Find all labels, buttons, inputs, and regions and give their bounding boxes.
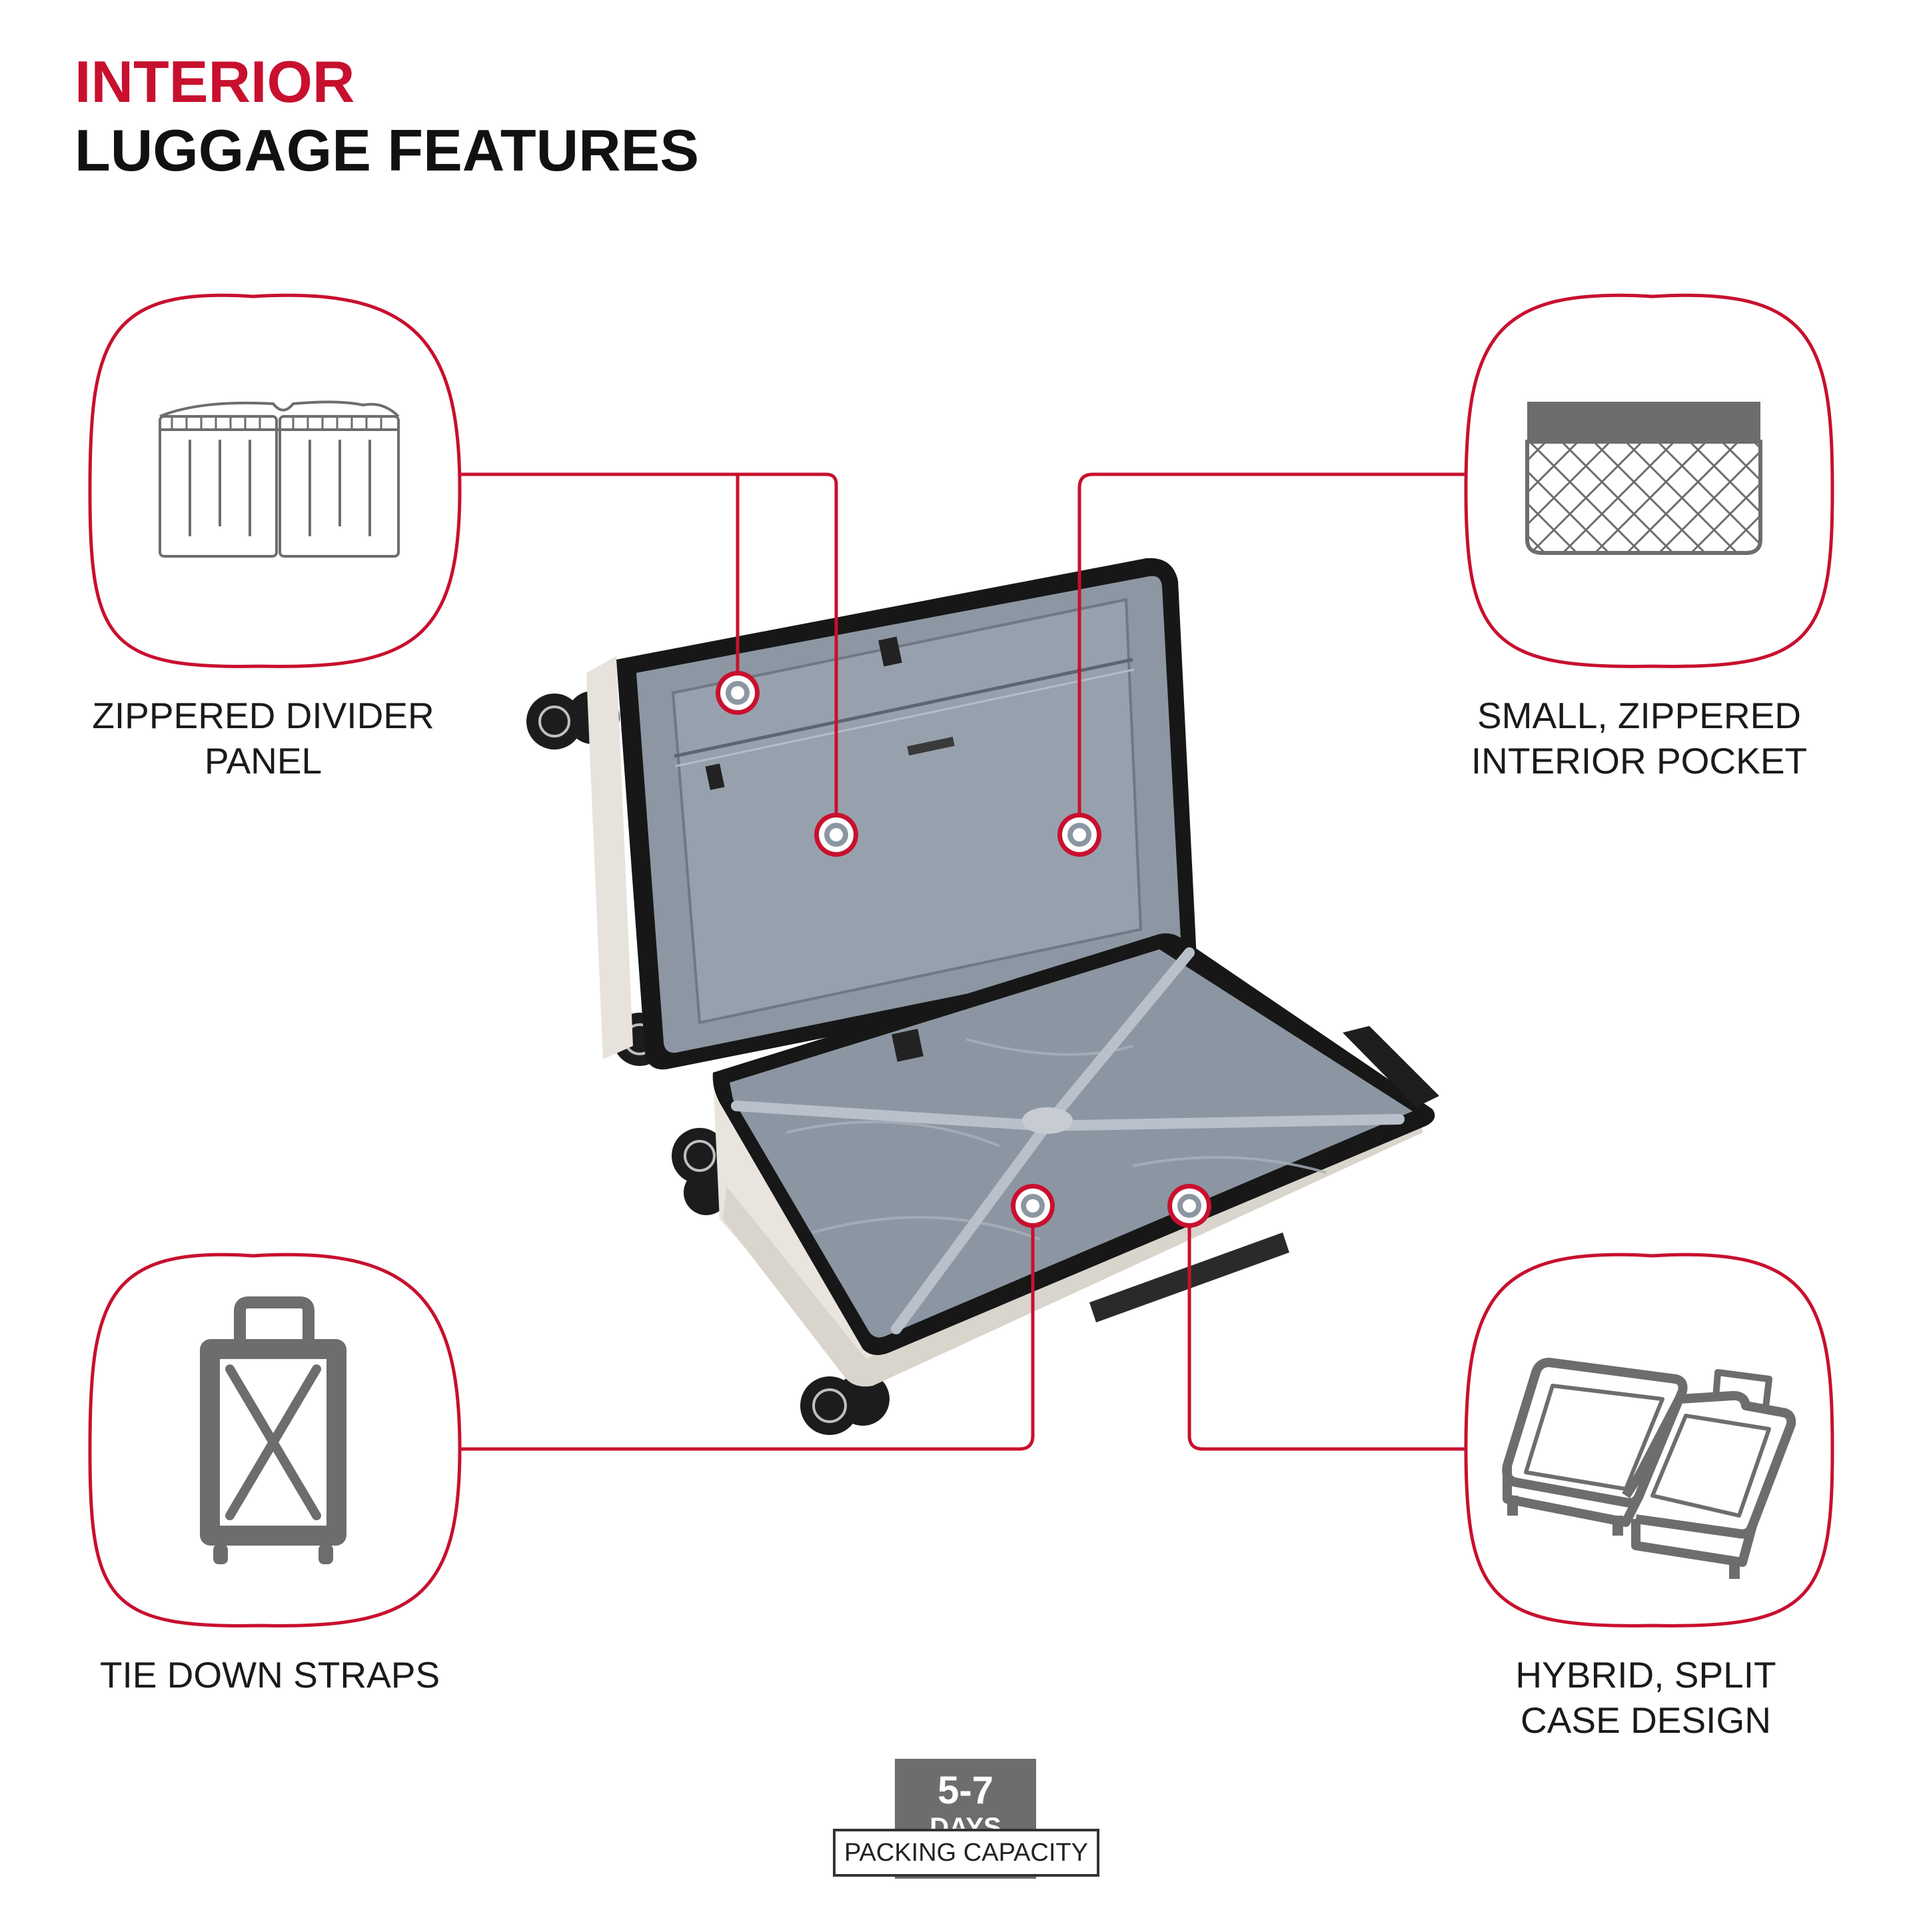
feature-label-interior-pocket: SMALL, ZIPPERED INTERIOR POCKET (1471, 695, 1808, 781)
feature-label-zippered-divider: ZIPPERED DIVIDER PANEL (92, 695, 434, 781)
mesh-pocket-icon (1525, 402, 1762, 555)
badge-value: 5-7 (938, 1769, 993, 1812)
suitcase-illustration (526, 558, 1439, 1435)
feature-label-tie-down: TIE DOWN STRAPS (99, 1654, 440, 1695)
frame-tie-down (88, 1252, 462, 1628)
packing-capacity-caption: PACKING CAPACITY (833, 1829, 1099, 1877)
divider-panel-icon (159, 400, 400, 558)
frame-split-case (1464, 1252, 1834, 1628)
split-case-icon (1502, 1358, 1796, 1579)
callout-dots (716, 671, 1211, 1228)
frame-interior-pocket (1464, 293, 1834, 668)
tie-down-straps-icon (200, 1296, 346, 1564)
frame-zippered-divider (88, 293, 462, 668)
header-title-interior: INTERIOR (75, 49, 355, 115)
feature-label-split-case: HYBRID, SPLIT CASE DESIGN (1515, 1654, 1776, 1741)
header-title-features: LUGGAGE FEATURES (75, 117, 700, 183)
